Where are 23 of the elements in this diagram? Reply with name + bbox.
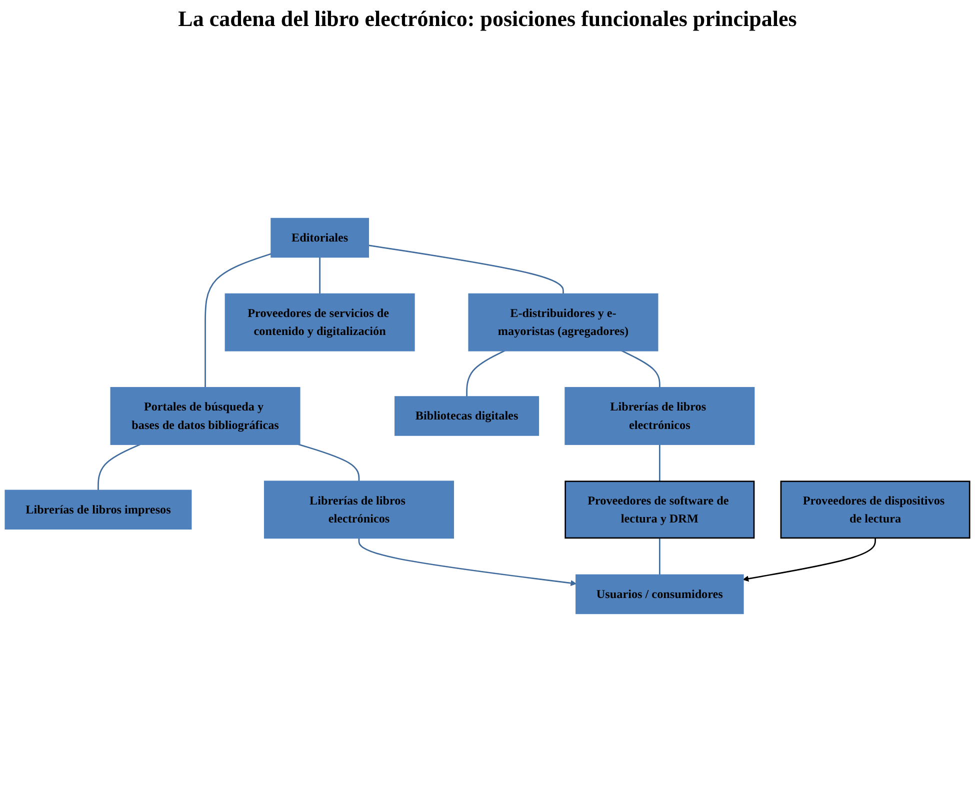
arrow xyxy=(358,538,576,586)
connector xyxy=(204,253,272,388)
node-box: Bibliotecas digitales xyxy=(394,396,540,436)
connector xyxy=(368,244,564,294)
arrow xyxy=(742,538,876,582)
node-box: Proveedores de servicios de contenido y digitalización xyxy=(224,293,415,352)
connector xyxy=(621,350,660,388)
node-box: Librerías de libros electrónicos xyxy=(564,387,755,445)
connector xyxy=(659,444,660,482)
node-box: Proveedores de software de lectura y DRM xyxy=(564,480,755,539)
node-box: Portales de búsqueda y bases de datos bibliográficas xyxy=(110,387,300,445)
connector xyxy=(466,350,506,397)
node-box: Usuarios / consumidores xyxy=(576,574,744,614)
node-box: Librerías de libros electrónicos xyxy=(264,480,454,539)
connector xyxy=(319,256,320,294)
node-box: Proveedores de dispositivos de lectura xyxy=(780,480,970,539)
diagram-title: La cadena del libro electrónico: posiciones funcionales principales xyxy=(177,6,798,32)
connector xyxy=(659,538,660,576)
node-box: Librerías de libros impresos xyxy=(4,490,192,530)
connector xyxy=(98,444,141,490)
node-box: E-distribuidores y e-mayoristas (agregadores) xyxy=(468,293,658,352)
node-box: Editoriales xyxy=(270,218,369,258)
connector xyxy=(298,444,360,482)
